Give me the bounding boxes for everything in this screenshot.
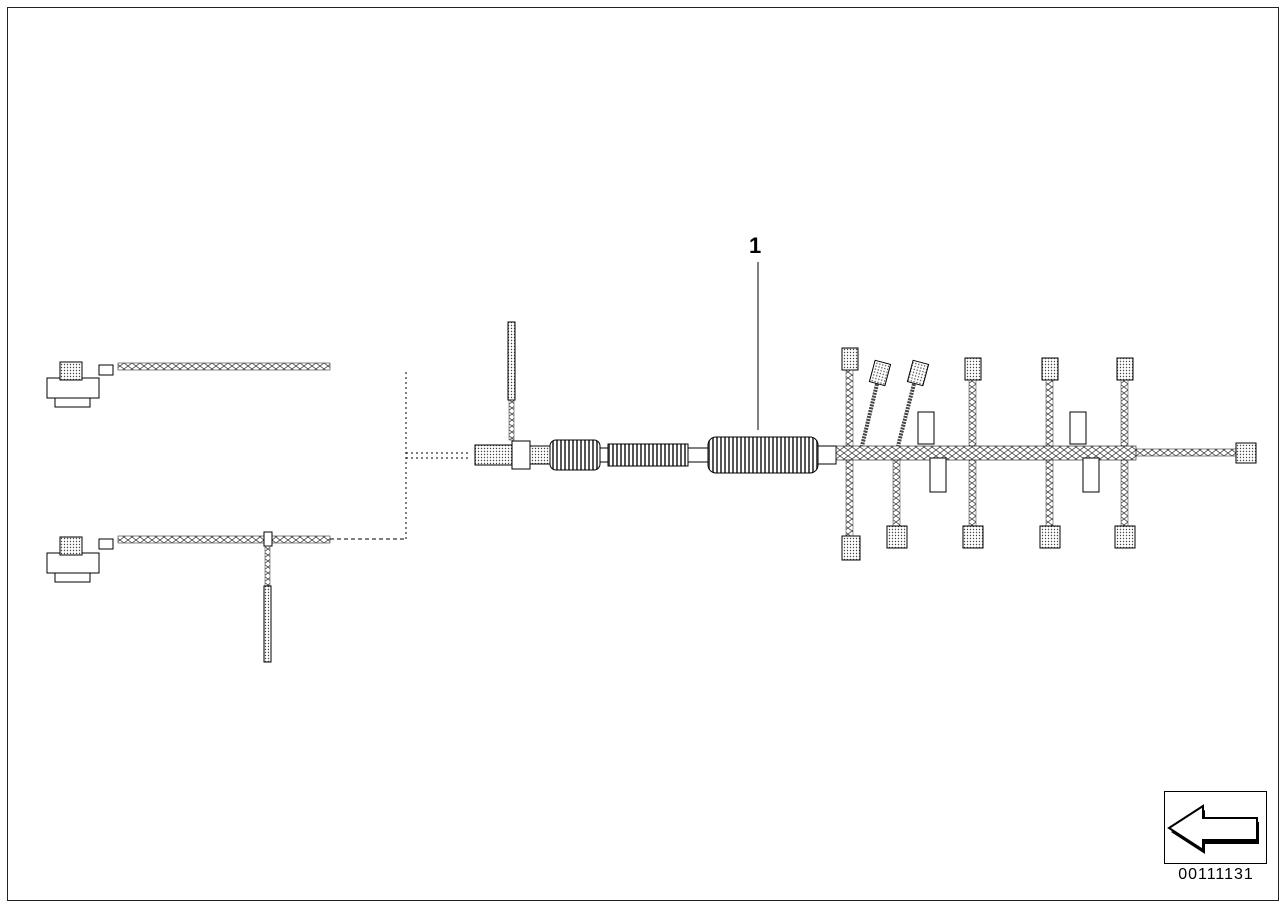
callout-label: 1 [749, 233, 762, 258]
probe-lead [507, 321, 516, 441]
dotted-connection [405, 372, 470, 539]
diagram-id: 00111131 [1178, 866, 1254, 883]
main-harness [474, 436, 1257, 474]
lower-sensor-connector [46, 531, 406, 663]
mounting-brackets [917, 411, 1100, 493]
upper-branch-connectors [841, 347, 1134, 447]
back-button[interactable] [1164, 791, 1267, 864]
arrow-left-icon [1167, 804, 1259, 854]
lower-branch-connectors [841, 459, 1136, 561]
upper-sensor-connector [46, 361, 331, 408]
diagram-frame [7, 7, 1279, 901]
